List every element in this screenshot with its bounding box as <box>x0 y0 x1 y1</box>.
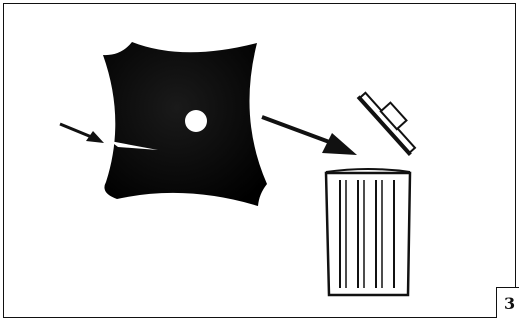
cutting-blade-icon <box>103 42 267 206</box>
figure-number: 3 <box>496 287 519 318</box>
crack-arrow <box>59 122 104 143</box>
dispose-arrow <box>261 115 357 155</box>
blade-body <box>103 42 267 206</box>
blade-crack <box>110 141 158 150</box>
figure-frame <box>3 3 516 318</box>
trash-bin-icon <box>324 91 417 297</box>
